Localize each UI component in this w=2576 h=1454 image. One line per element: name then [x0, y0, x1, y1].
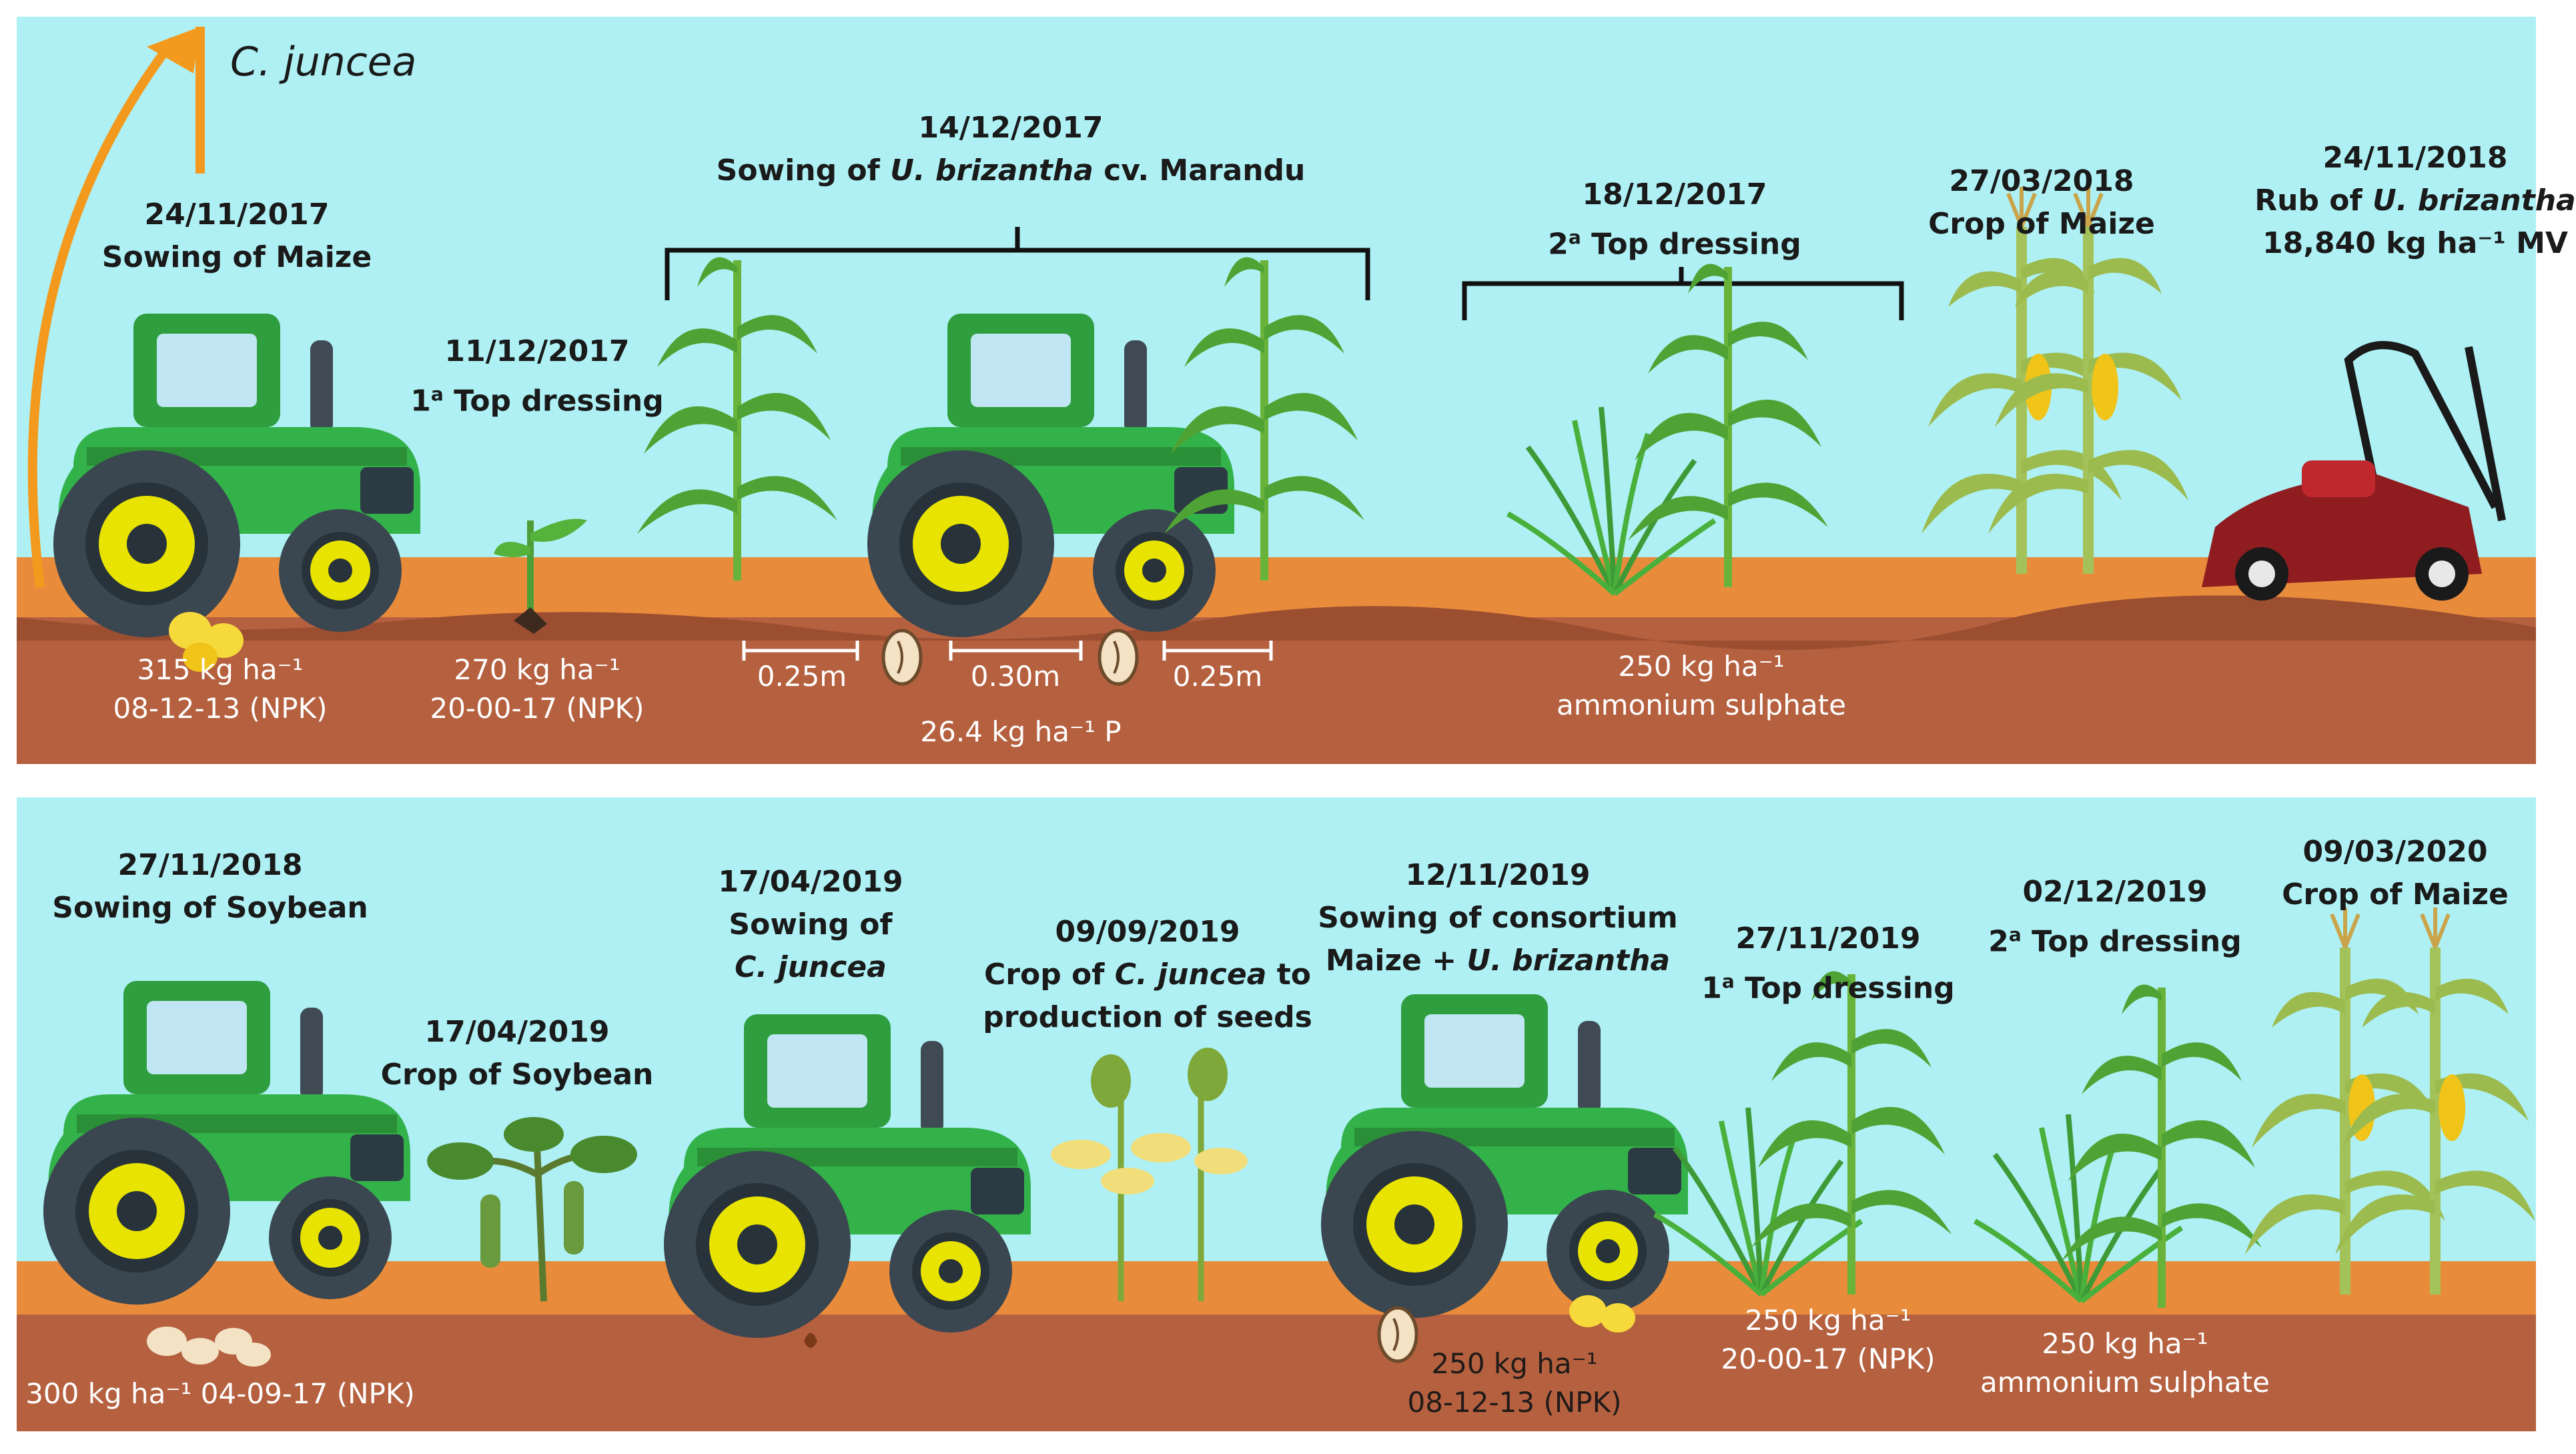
seed-icon: [883, 631, 921, 684]
event-13-header: 02/12/2019 2a Top dressing: [1988, 875, 2242, 959]
panel-2: [17, 797, 2536, 1431]
event-4-header: 18/12/2017 2a Top dressing: [1548, 177, 1801, 262]
crotalaria-seed-icon: [804, 1333, 817, 1348]
event-11-fertilizer: 250 kg ha⁻¹ 08-12-13 (NPK): [1407, 1347, 1622, 1419]
event-14-header: 09/03/2020 Crop of Maize: [2282, 835, 2509, 912]
lawn-mower-icon: [2202, 341, 2506, 601]
event-11-header: 12/11/2019 Sowing of consortium Maize + …: [1318, 858, 1678, 978]
event-8-header: 17/04/2019 Crop of Soybean: [380, 1015, 654, 1092]
event-12-fertilizer: 250 kg ha⁻¹ 20-00-17 (NPK): [1721, 1304, 1936, 1375]
event-1-header: 24/11/2017 Sowing of Maize: [102, 194, 372, 279]
event-6-header: 24/11/2018 Rub of U. brizantha 18,840 kg…: [2254, 141, 2576, 260]
spacing-label-1: 0.25m: [757, 660, 847, 693]
event-9-header: 17/04/2019 Sowing of C. juncea: [718, 865, 903, 984]
crotalaria-plant-icon: [1051, 1048, 1248, 1301]
maize-seeds-icon: [169, 612, 244, 672]
bracket-top-dressing: [1462, 267, 1904, 320]
event-1-date: 24/11/2017: [144, 198, 330, 232]
event-3-header: 14/12/2017 Sowing of U. brizantha cv. Ma…: [716, 111, 1306, 188]
event-2-header: 11/12/2017 1a Top dressing: [410, 334, 664, 418]
event-3-fertilizer: 26.4 kg ha⁻¹ P: [920, 715, 1122, 748]
seedling-icon: [494, 518, 587, 634]
event-7-header: 27/11/2018 Sowing of Soybean: [52, 848, 368, 925]
event-1-title: Sowing of Maize: [101, 240, 372, 274]
rotation-arrow: [27, 37, 177, 588]
straw-layer-2: [17, 1261, 2536, 1315]
spacing-label-3: 0.25m: [1172, 660, 1263, 693]
event-12-header: 27/11/2019 1a Top dressing: [1701, 922, 1955, 1006]
event-2-fertilizer: 270 kg ha⁻¹ 20-00-17 (NPK): [430, 653, 645, 725]
event-13-fertilizer: 250 kg ha⁻¹ ammonium sulphate: [1980, 1327, 2270, 1399]
arrow-head-icon: [147, 27, 200, 73]
event-4-fertilizer: 250 kg ha⁻¹ ammonium sulphate: [1557, 650, 1846, 721]
bracket-sowing: [665, 227, 1370, 300]
soybean-plant-icon: [427, 1117, 637, 1302]
spacing-label-2: 0.30m: [970, 660, 1061, 693]
crop-label-top: C. juncea: [230, 39, 417, 85]
spacing-markers: [742, 641, 1273, 661]
maize-seeds-icon-2: [1569, 1295, 1635, 1333]
event-10-header: 09/09/2019 Crop of C. juncea to producti…: [983, 915, 1312, 1034]
soybean-seeds-icon: [147, 1327, 271, 1367]
event-1-fertilizer: 315 kg ha⁻¹ 08-12-13 (NPK): [113, 653, 328, 725]
seed-icon-2: [1100, 631, 1137, 684]
event-5-header: 27/03/2018 Crop of Maize: [1928, 164, 2155, 241]
event-7-fertilizer: 300 kg ha⁻¹ 04-09-17 (NPK): [25, 1377, 415, 1410]
